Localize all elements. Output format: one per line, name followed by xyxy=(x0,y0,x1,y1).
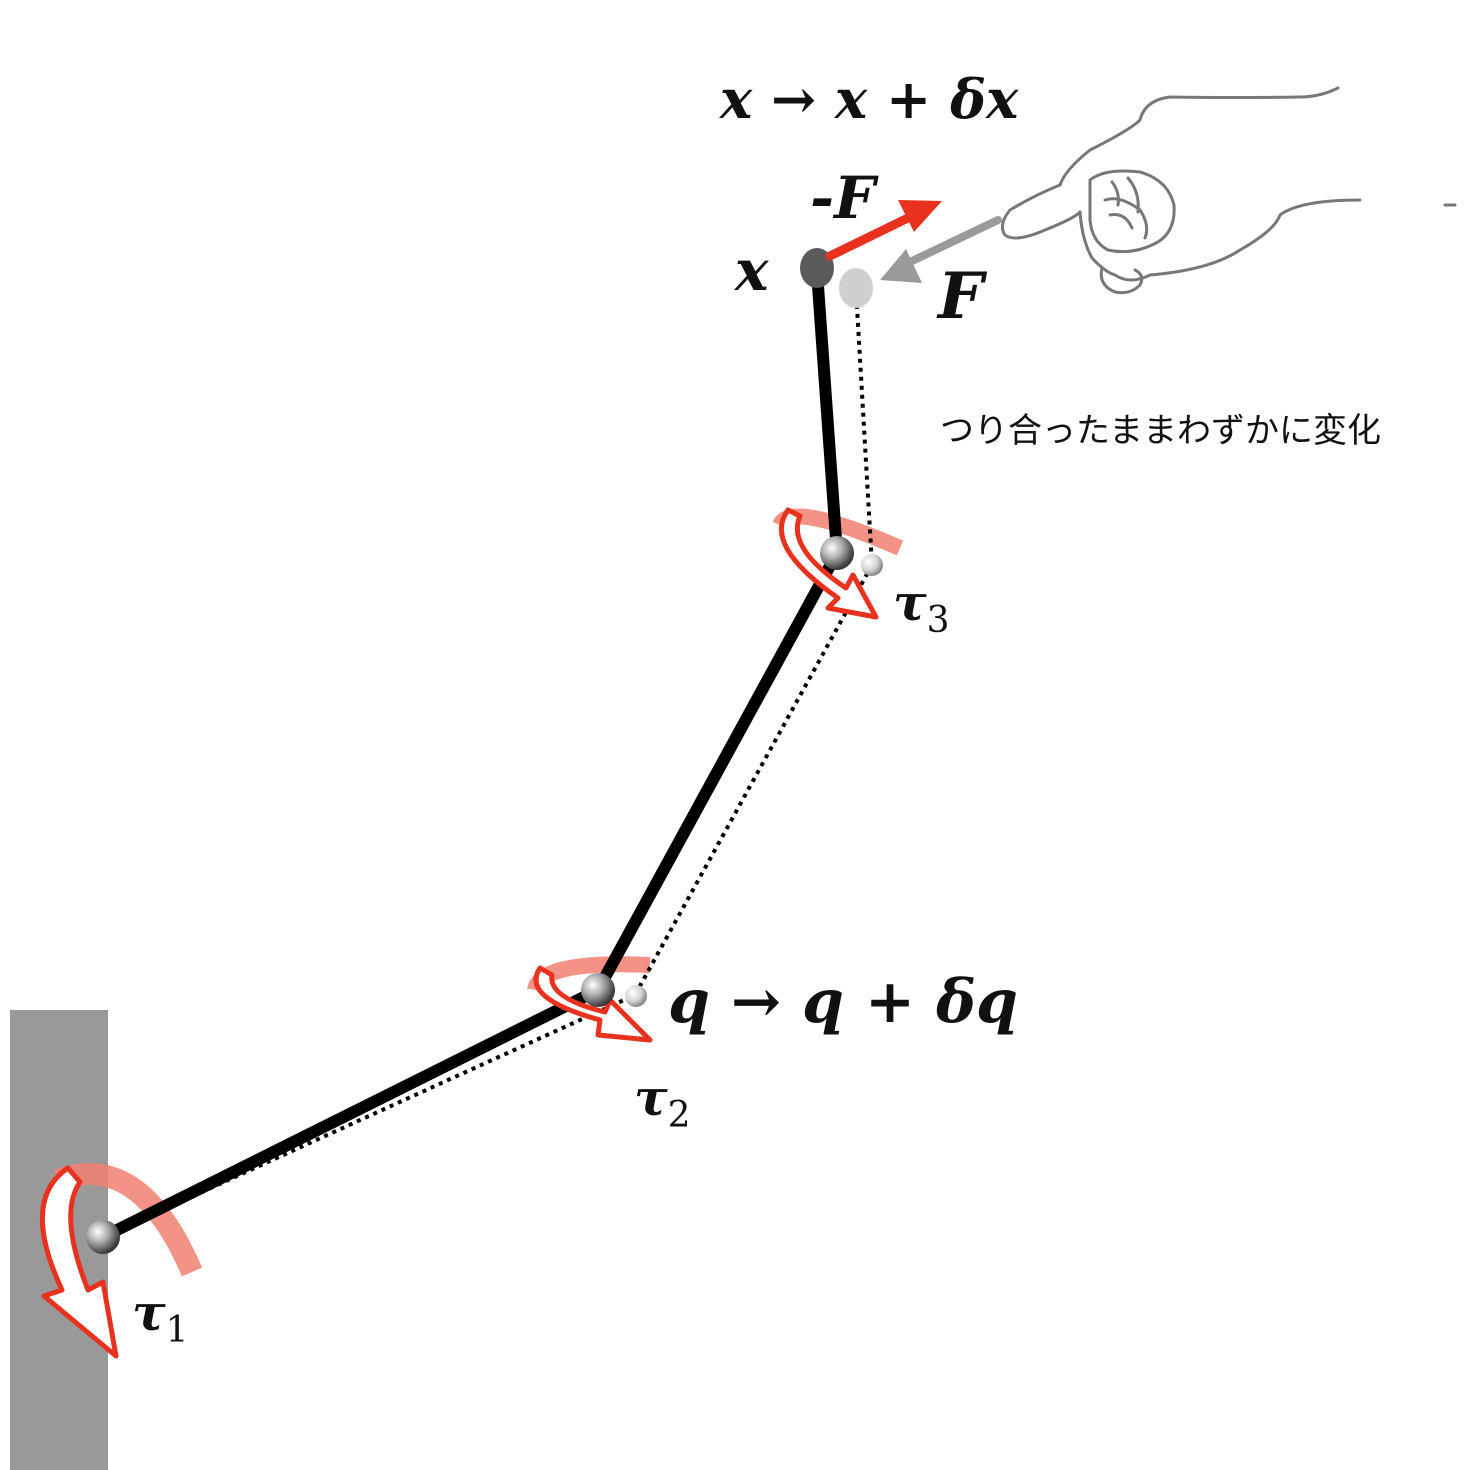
ghost-joint-2 xyxy=(625,985,647,1007)
joint-2 xyxy=(581,973,615,1007)
torque-arrow-3 xyxy=(778,507,879,620)
displaced-end-effector xyxy=(839,268,873,308)
label-tau-1: τ1 xyxy=(132,1283,189,1351)
tau-3-sub: 3 xyxy=(927,600,950,641)
label-tau-3: τ3 xyxy=(893,573,950,641)
tau-2-sub: 2 xyxy=(668,1095,691,1136)
end-effector xyxy=(800,248,834,288)
label-tau-2: τ2 xyxy=(634,1068,691,1136)
force-arrowhead xyxy=(880,249,922,283)
neg-force-arrowhead xyxy=(898,200,942,232)
tau-1-sub: 1 xyxy=(166,1310,189,1351)
tau-3-base: τ xyxy=(893,573,927,632)
tau-2-base: τ xyxy=(634,1068,668,1127)
link-1 xyxy=(97,984,604,1243)
link-3 xyxy=(811,266,843,559)
label-q-transition: q → q + δq xyxy=(668,967,1018,1037)
label-balance-note: つり合ったままわずかに変化 xyxy=(940,411,1381,451)
label-x-transition: x → x + δx xyxy=(719,67,1019,131)
torque-arrow-2 xyxy=(533,965,653,1043)
label-end-effector: x xyxy=(734,238,769,304)
link-2 xyxy=(592,547,843,996)
force-arrow-shaft xyxy=(906,216,1002,266)
neg-force-arrow-shaft xyxy=(825,211,917,261)
torque-arrow-1 xyxy=(39,1165,119,1359)
torque-band-1 xyxy=(54,1163,203,1277)
joint-1 xyxy=(86,1220,120,1254)
label-force: F xyxy=(936,259,988,334)
joint-3 xyxy=(820,536,854,570)
ghost-joint-3 xyxy=(861,554,883,576)
pointing-hand-icon xyxy=(1000,86,1457,295)
label-neg-force: -F xyxy=(810,164,879,232)
tau-1-base: τ xyxy=(132,1283,166,1342)
displaced-arm xyxy=(102,289,875,1239)
